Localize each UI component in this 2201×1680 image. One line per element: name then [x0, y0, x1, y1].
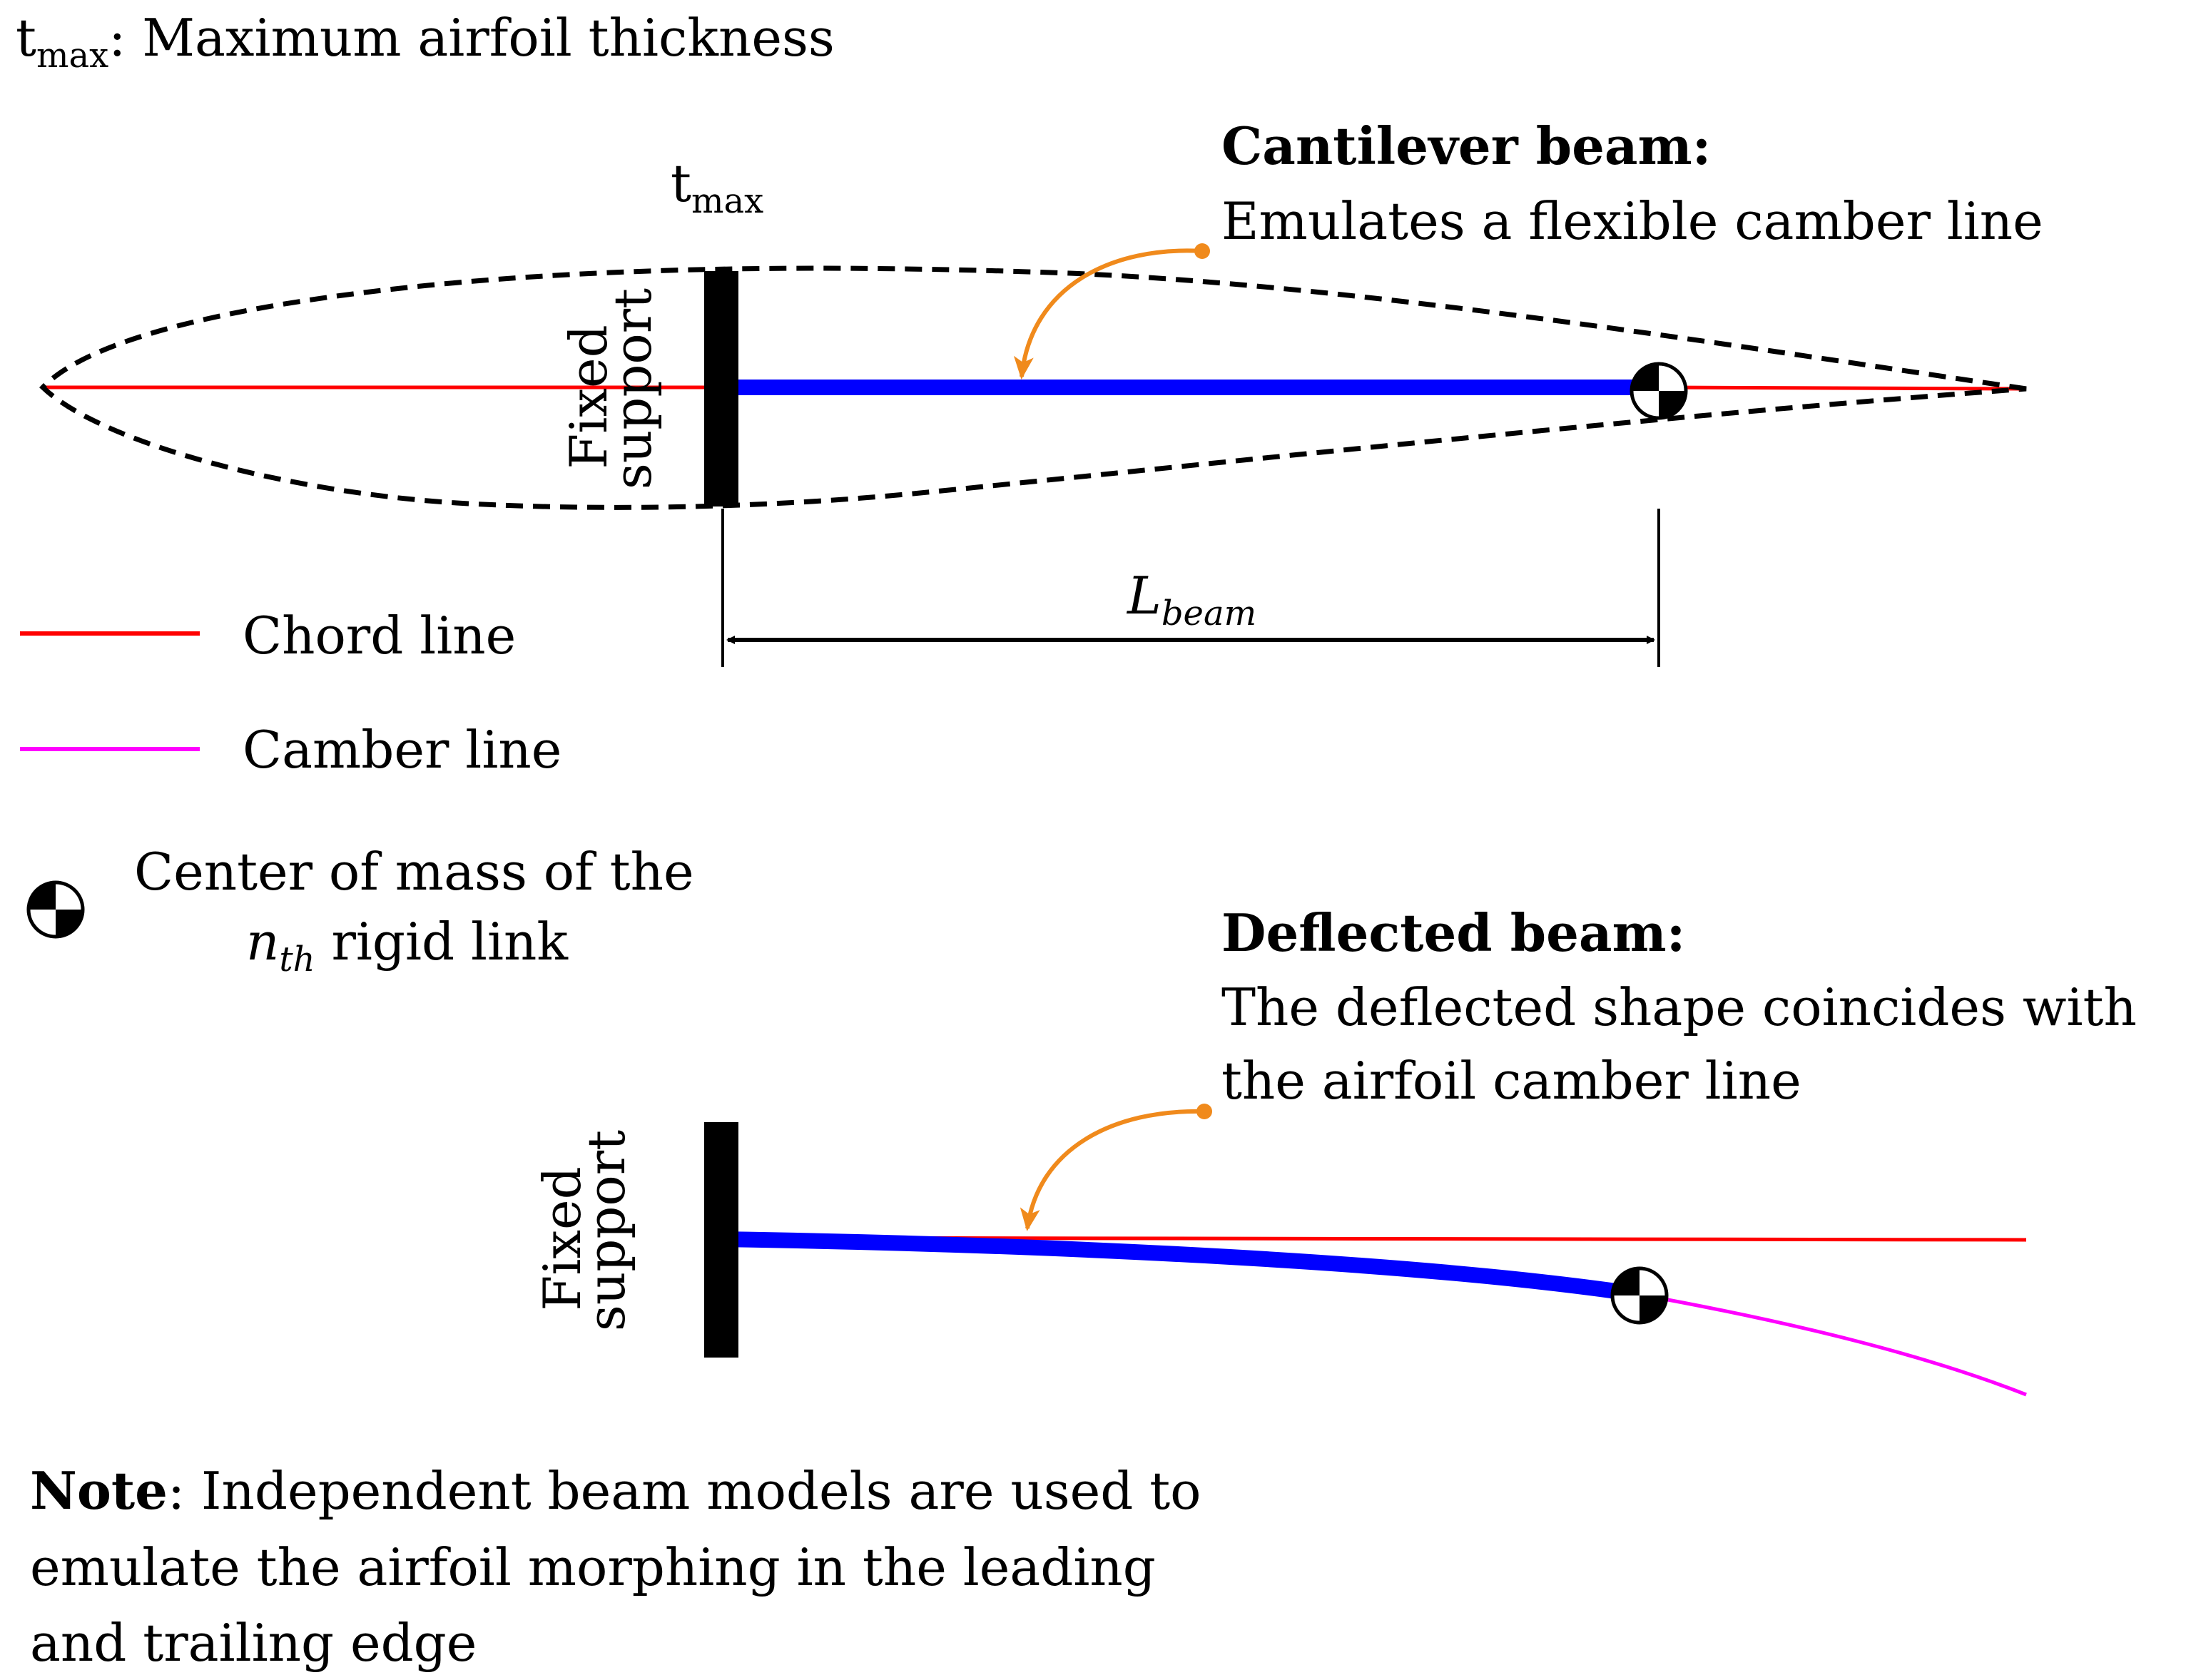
cantilever-beam-description: Emulates a flexible camber line — [1221, 191, 2043, 251]
legend-center-of-mass-icon — [26, 880, 85, 939]
deflected-beam-title: Deflected beam: — [1221, 902, 1685, 963]
tmax-label: tmax — [671, 153, 763, 221]
camber-line-bottom — [1640, 1293, 2027, 1397]
note-line2: emulate the airfoil morphing in the lead… — [30, 1537, 1156, 1597]
fixed-support-label-top: Fixed support — [559, 288, 663, 489]
bottom-diagram: Fixed support Deflected beam: The deflec… — [532, 902, 2137, 1397]
note-line3: and trailing edge — [30, 1613, 477, 1673]
center-of-mass-icon — [1610, 1266, 1669, 1325]
top-diagram: tmax Fixed support Cantilever beam: Emul… — [39, 116, 2043, 667]
airfoil-outline — [39, 265, 2027, 510]
deflected-beam-description-line1: The deflected shape coincides with — [1221, 977, 2137, 1037]
deflected-beam-description-line2: the airfoil camber line — [1221, 1051, 1801, 1111]
center-of-mass-icon — [1630, 362, 1688, 420]
fixed-support-label-bottom: Fixed support — [532, 1130, 636, 1331]
deflected-beam — [720, 1231, 1642, 1303]
cantilever-beam-title: Cantilever beam: — [1221, 116, 1711, 176]
beam-length-label: Lbeam — [1126, 566, 1256, 633]
deflected-callout-arrow — [1020, 1109, 1205, 1231]
legend-chord-label: Chord line — [243, 606, 516, 666]
legend-camber-label: Camber line — [243, 720, 561, 780]
note-line1: Note: Independent beam models are used t… — [30, 1460, 1201, 1521]
fixed-support-bottom — [704, 1122, 738, 1358]
legend: Chord line Camber line Center of mass of… — [20, 606, 694, 979]
header-tmax-definition: tmax: Maximum airfoil thickness — [16, 8, 835, 76]
chord-line-trailing — [1662, 385, 2027, 391]
deflected-callout-dot — [1196, 1104, 1212, 1119]
legend-com-line2: nth rigid link — [246, 912, 569, 979]
note: Note: Independent beam models are used t… — [30, 1460, 1201, 1673]
fixed-support-top — [704, 271, 738, 506]
cantilever-callout-arrow — [1013, 248, 1203, 380]
legend-com-line1: Center of mass of the — [134, 842, 694, 902]
cantilever-callout-dot — [1194, 243, 1210, 259]
